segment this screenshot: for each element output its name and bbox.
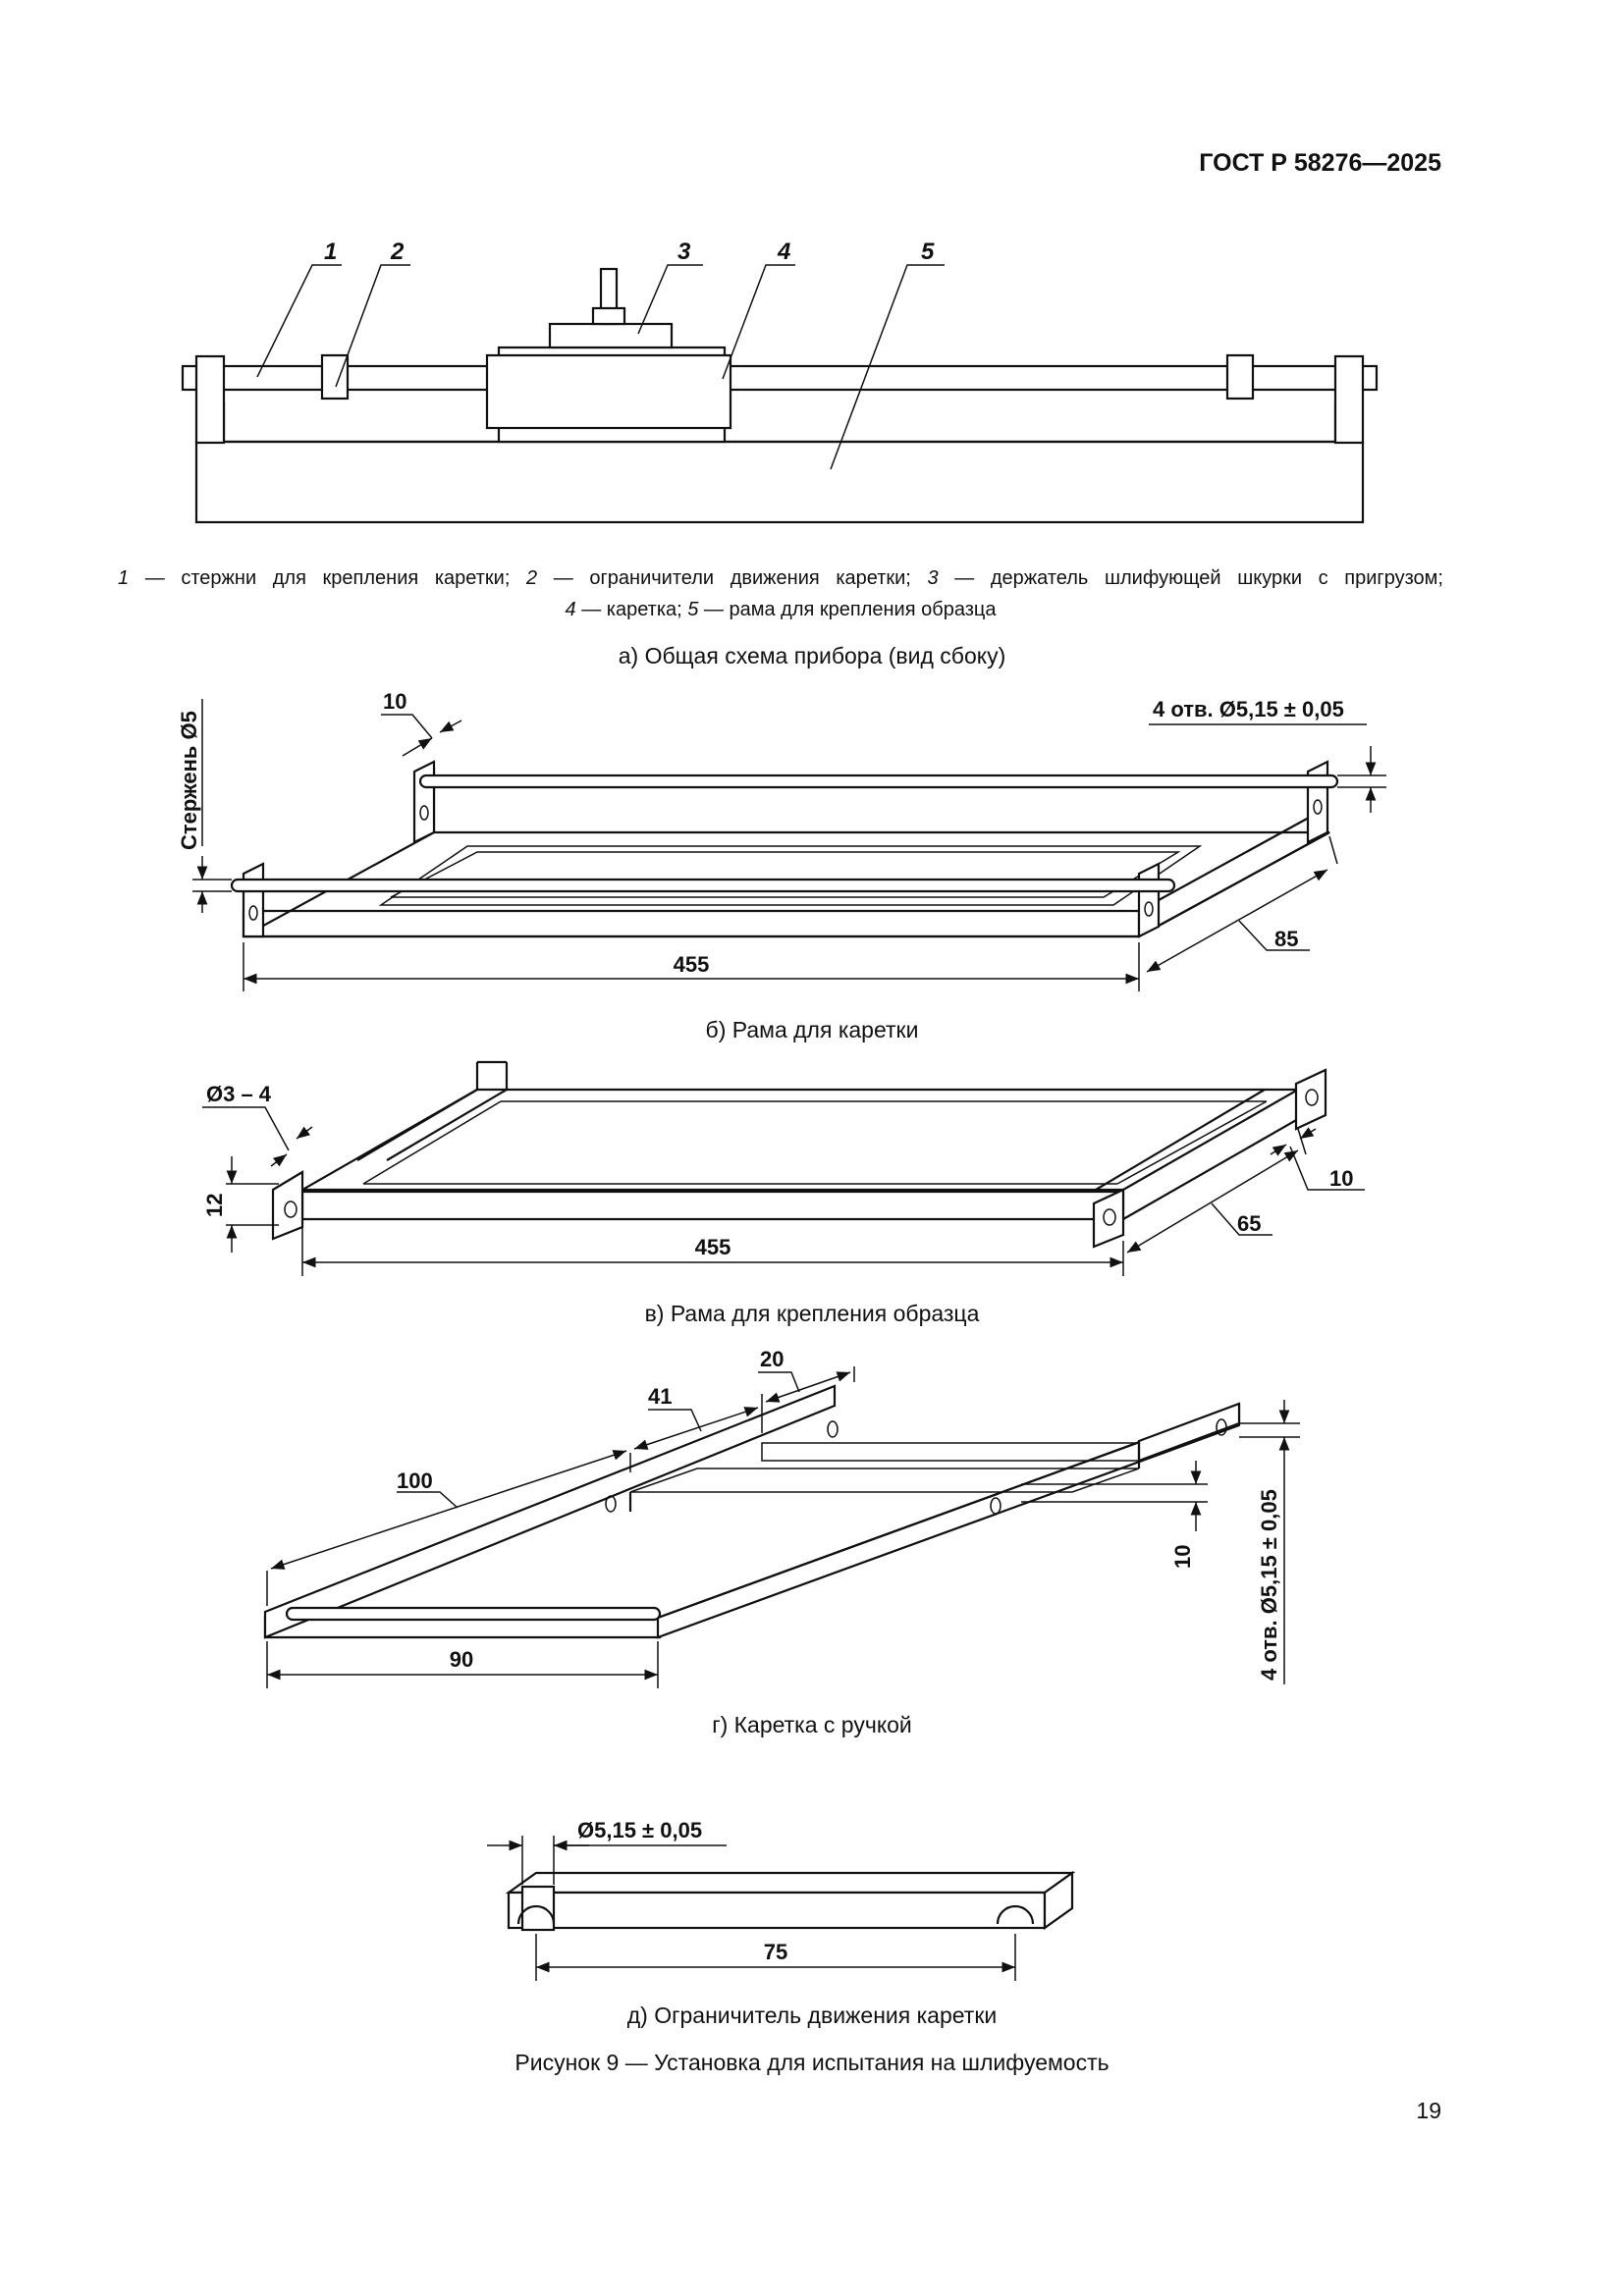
legend-text-5: — рама для крепления образца <box>698 599 997 620</box>
dim-75: 75 <box>764 1940 787 1964</box>
callout-1: 1 <box>324 239 337 265</box>
legend-text-3: — держатель шлифующей шкурки с пригрузом… <box>938 567 1443 589</box>
legend-num-1: 1 <box>118 567 130 589</box>
dim-41: 41 <box>648 1384 672 1409</box>
legend-num-5: 5 <box>687 599 699 620</box>
caption-d: г) Каретка с ручкой <box>712 1712 912 1737</box>
caption-c: в) Рама для крепления образца <box>644 1301 980 1326</box>
legend-text-4: — каретка; <box>575 599 688 620</box>
document-header: ГОСТ Р 58276—2025 <box>1199 149 1441 177</box>
handle-rod <box>285 1606 662 1622</box>
dim-65: 65 <box>1237 1211 1261 1236</box>
figure-d-carriage: 100 41 20 90 10 4 отв. Ø5,15 ± 0,05 <box>263 1347 1300 1688</box>
dim-100: 100 <box>397 1468 433 1493</box>
stopper-right <box>1225 353 1255 400</box>
dim-dia-e: Ø5,15 ± 0,05 <box>577 1818 702 1842</box>
carriage-body <box>485 353 732 430</box>
dim-dia-c: Ø3 – 4 <box>206 1082 272 1106</box>
figure-a-legend: 1 — стержни для крепления каретки; 2 — о… <box>118 562 1443 625</box>
dim-20: 20 <box>760 1347 784 1371</box>
figure-b-carriage-frame: 455 85 10 4 отв. Ø5,15 ± 0,05 Стержень Ø… <box>177 689 1386 991</box>
page-number: 19 <box>1416 2098 1441 2123</box>
abrasive-holder <box>548 322 674 349</box>
caption-b: б) Рама для каретки <box>705 1017 919 1042</box>
callout-3: 3 <box>677 239 691 265</box>
legend-text-2: — ограничители движения каретки; <box>537 567 928 589</box>
rod-back <box>418 774 1339 789</box>
dim-holes-b: 4 отв. Ø5,15 ± 0,05 <box>1153 697 1344 721</box>
figure-c-specimen-frame: 455 65 10 12 Ø3 – 4 <box>202 1060 1365 1276</box>
callout-2: 2 <box>390 239 405 265</box>
figure-e-stopper: Ø5,15 ± 0,05 75 <box>487 1818 1076 1981</box>
figure-a-side-view: 1 2 3 4 5 <box>181 239 1379 524</box>
legend-num-2: 2 <box>526 567 538 589</box>
callout-4: 4 <box>777 239 790 265</box>
rod-end-right <box>1333 354 1365 445</box>
stopper-left <box>320 353 350 400</box>
dim-455: 455 <box>674 952 710 977</box>
legend-text-1: — стержни для крепления каретки; <box>129 567 526 589</box>
dim-90: 90 <box>450 1647 473 1672</box>
callout-5: 5 <box>921 239 935 265</box>
caption-e: д) Ограничитель движения каретки <box>626 2002 998 2028</box>
dim-10-b: 10 <box>383 689 406 714</box>
legend-num-3: 3 <box>927 567 939 589</box>
dim-10-c: 10 <box>1329 1166 1353 1191</box>
figure-title: Рисунок 9 — Установка для испытания на ш… <box>514 2050 1110 2075</box>
legend-num-4: 4 <box>565 599 576 620</box>
dim-455-c: 455 <box>695 1235 731 1259</box>
rod-front <box>230 878 1176 893</box>
dim-85: 85 <box>1274 927 1298 951</box>
rod-end-left <box>194 354 226 445</box>
dim-rod-dia: Стержень Ø5 <box>177 711 201 850</box>
dim-10-d: 10 <box>1170 1545 1195 1569</box>
dim-12: 12 <box>202 1194 227 1217</box>
caption-a: а) Общая схема прибора (вид сбоку) <box>618 643 1006 668</box>
dim-holes-d: 4 отв. Ø5,15 ± 0,05 <box>1257 1489 1281 1681</box>
